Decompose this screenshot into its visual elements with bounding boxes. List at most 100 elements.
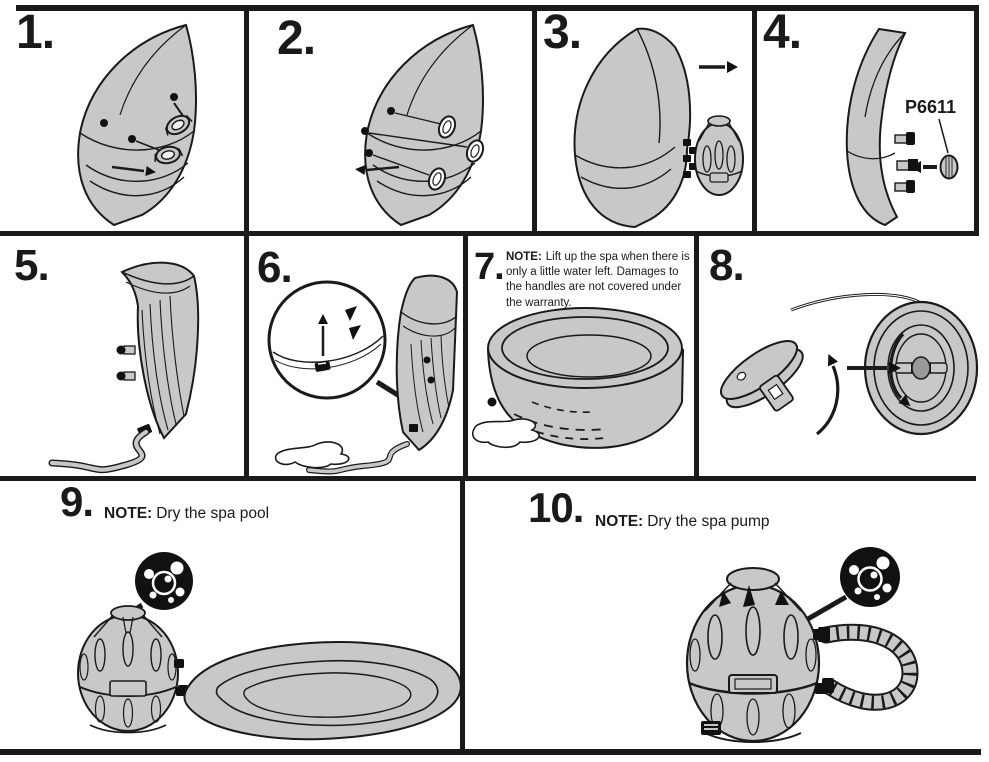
note-label: NOTE: (595, 513, 644, 530)
drain-hose (306, 441, 410, 475)
power-cord-wrap (701, 721, 721, 735)
spa-wall-ribbed (395, 274, 459, 452)
spa-bowl (573, 27, 692, 229)
step-7-panel: 7. NOTE:Lift up the spa when there is on… (468, 236, 694, 476)
step-5-illustration (48, 261, 200, 474)
drain-outlet (487, 397, 497, 407)
gasket-ring (465, 139, 485, 163)
mount-dot (128, 135, 136, 143)
divider-cell3-cell4 (752, 5, 757, 236)
spa-wall-side (845, 27, 907, 227)
valve-stem (116, 371, 136, 381)
water-puddle (472, 418, 540, 449)
jet-fitting (154, 145, 184, 165)
step-8-illustration (720, 292, 979, 436)
step-8-panel: 8. (699, 236, 989, 476)
divider-cell5-cell6 (244, 231, 249, 481)
note-text: Lift up the spa when there is only a lit… (506, 251, 690, 309)
step-2-panel: 2. (249, 11, 532, 231)
valve-stem (894, 180, 915, 193)
step-3-number: 3. (543, 6, 582, 59)
mount-dot (387, 107, 395, 115)
divider-cell6-cell7 (463, 231, 468, 481)
divider-cell1-cell2 (244, 5, 249, 236)
divider-row2-row3 (0, 476, 976, 481)
connector (683, 139, 691, 146)
step-9-panel: 9. NOTE:Dry the spa pool (0, 478, 462, 749)
note-text: Dry the spa pool (156, 505, 270, 522)
step-9-illustration (77, 552, 462, 741)
mount-dot (170, 93, 178, 101)
note-label: NOTE: (506, 251, 542, 263)
draining-water-lines (521, 425, 605, 440)
bubbles-icon (135, 552, 193, 610)
magnifier-circle (267, 280, 387, 400)
step-4-panel: 4. (757, 6, 974, 231)
drain-plug (314, 360, 331, 372)
cap-p6611 (939, 154, 959, 180)
divider-row1-row2 (0, 231, 978, 236)
step-2-illustration (355, 23, 485, 227)
step-10-panel: 10. NOTE:Dry the spa pump (465, 481, 989, 749)
step-1-panel: 1. (0, 6, 244, 231)
note-text: Dry the spa pump (647, 513, 770, 530)
step-4-illustration: P6611 (845, 27, 959, 227)
spa-wall-ribbed (120, 261, 200, 440)
step-7-illustration (472, 307, 685, 449)
divider-cell7-cell8 (694, 231, 699, 481)
arrow-icon (847, 362, 901, 374)
step-1-illustration (77, 23, 198, 227)
divider-cell9-cell10 (460, 476, 465, 754)
tether-cord (790, 292, 920, 312)
border-right-row1 (974, 5, 979, 236)
spa-pump (685, 567, 827, 743)
step-3-panel: 3. (537, 6, 752, 231)
step-1-number: 1. (16, 6, 55, 59)
plug-piece (349, 325, 361, 340)
step-9-note: NOTE:Dry the spa pool (104, 505, 269, 523)
arrow-icon (699, 61, 738, 73)
arrow-icon (318, 314, 328, 356)
step-2-number: 2. (277, 12, 316, 65)
deflated-pool (178, 640, 462, 741)
mount-dot (365, 149, 373, 157)
valve-stem (894, 132, 915, 145)
spa-pump (689, 115, 744, 196)
mount-dot (361, 127, 369, 135)
rotate-arrow-icon (815, 354, 840, 436)
drain-hose (48, 423, 153, 474)
step-7-note: NOTE:Lift up the spa when there is only … (506, 250, 690, 311)
bubbles-icon (840, 547, 900, 607)
step-10-illustration (685, 547, 919, 743)
jet-fitting (164, 114, 193, 136)
water-puddle (274, 441, 350, 469)
note-label: NOTE: (104, 505, 153, 522)
arrow-icon (910, 161, 937, 173)
label-pointer (938, 118, 949, 154)
step-4-number: 4. (763, 6, 802, 59)
step-5-number: 5. (14, 241, 50, 290)
step-5-panel: 5. (0, 236, 244, 476)
plug-piece (345, 306, 357, 321)
step-10-number: 10. (528, 484, 584, 531)
spa-wall (364, 23, 485, 227)
step-9-number: 9. (60, 478, 94, 525)
arrow-icon (111, 165, 156, 176)
connector (683, 171, 691, 178)
gasket-ring (427, 167, 447, 191)
spa-pump (77, 605, 186, 734)
part-number-label: P6611 (905, 97, 956, 117)
valve-stem (896, 159, 918, 171)
arrow-icon (355, 165, 400, 175)
step-7-number: 7. (474, 246, 505, 288)
step-6-illustration (267, 274, 459, 475)
draining-water-lines (513, 413, 607, 431)
step-10-note: NOTE:Dry the spa pump (595, 513, 770, 531)
step-8-number: 8. (709, 241, 745, 290)
drain-cap (720, 340, 804, 412)
connector (683, 155, 691, 162)
step-6-panel: 6. (249, 236, 463, 476)
valve-stem (116, 345, 136, 355)
gasket-ring (437, 115, 457, 139)
